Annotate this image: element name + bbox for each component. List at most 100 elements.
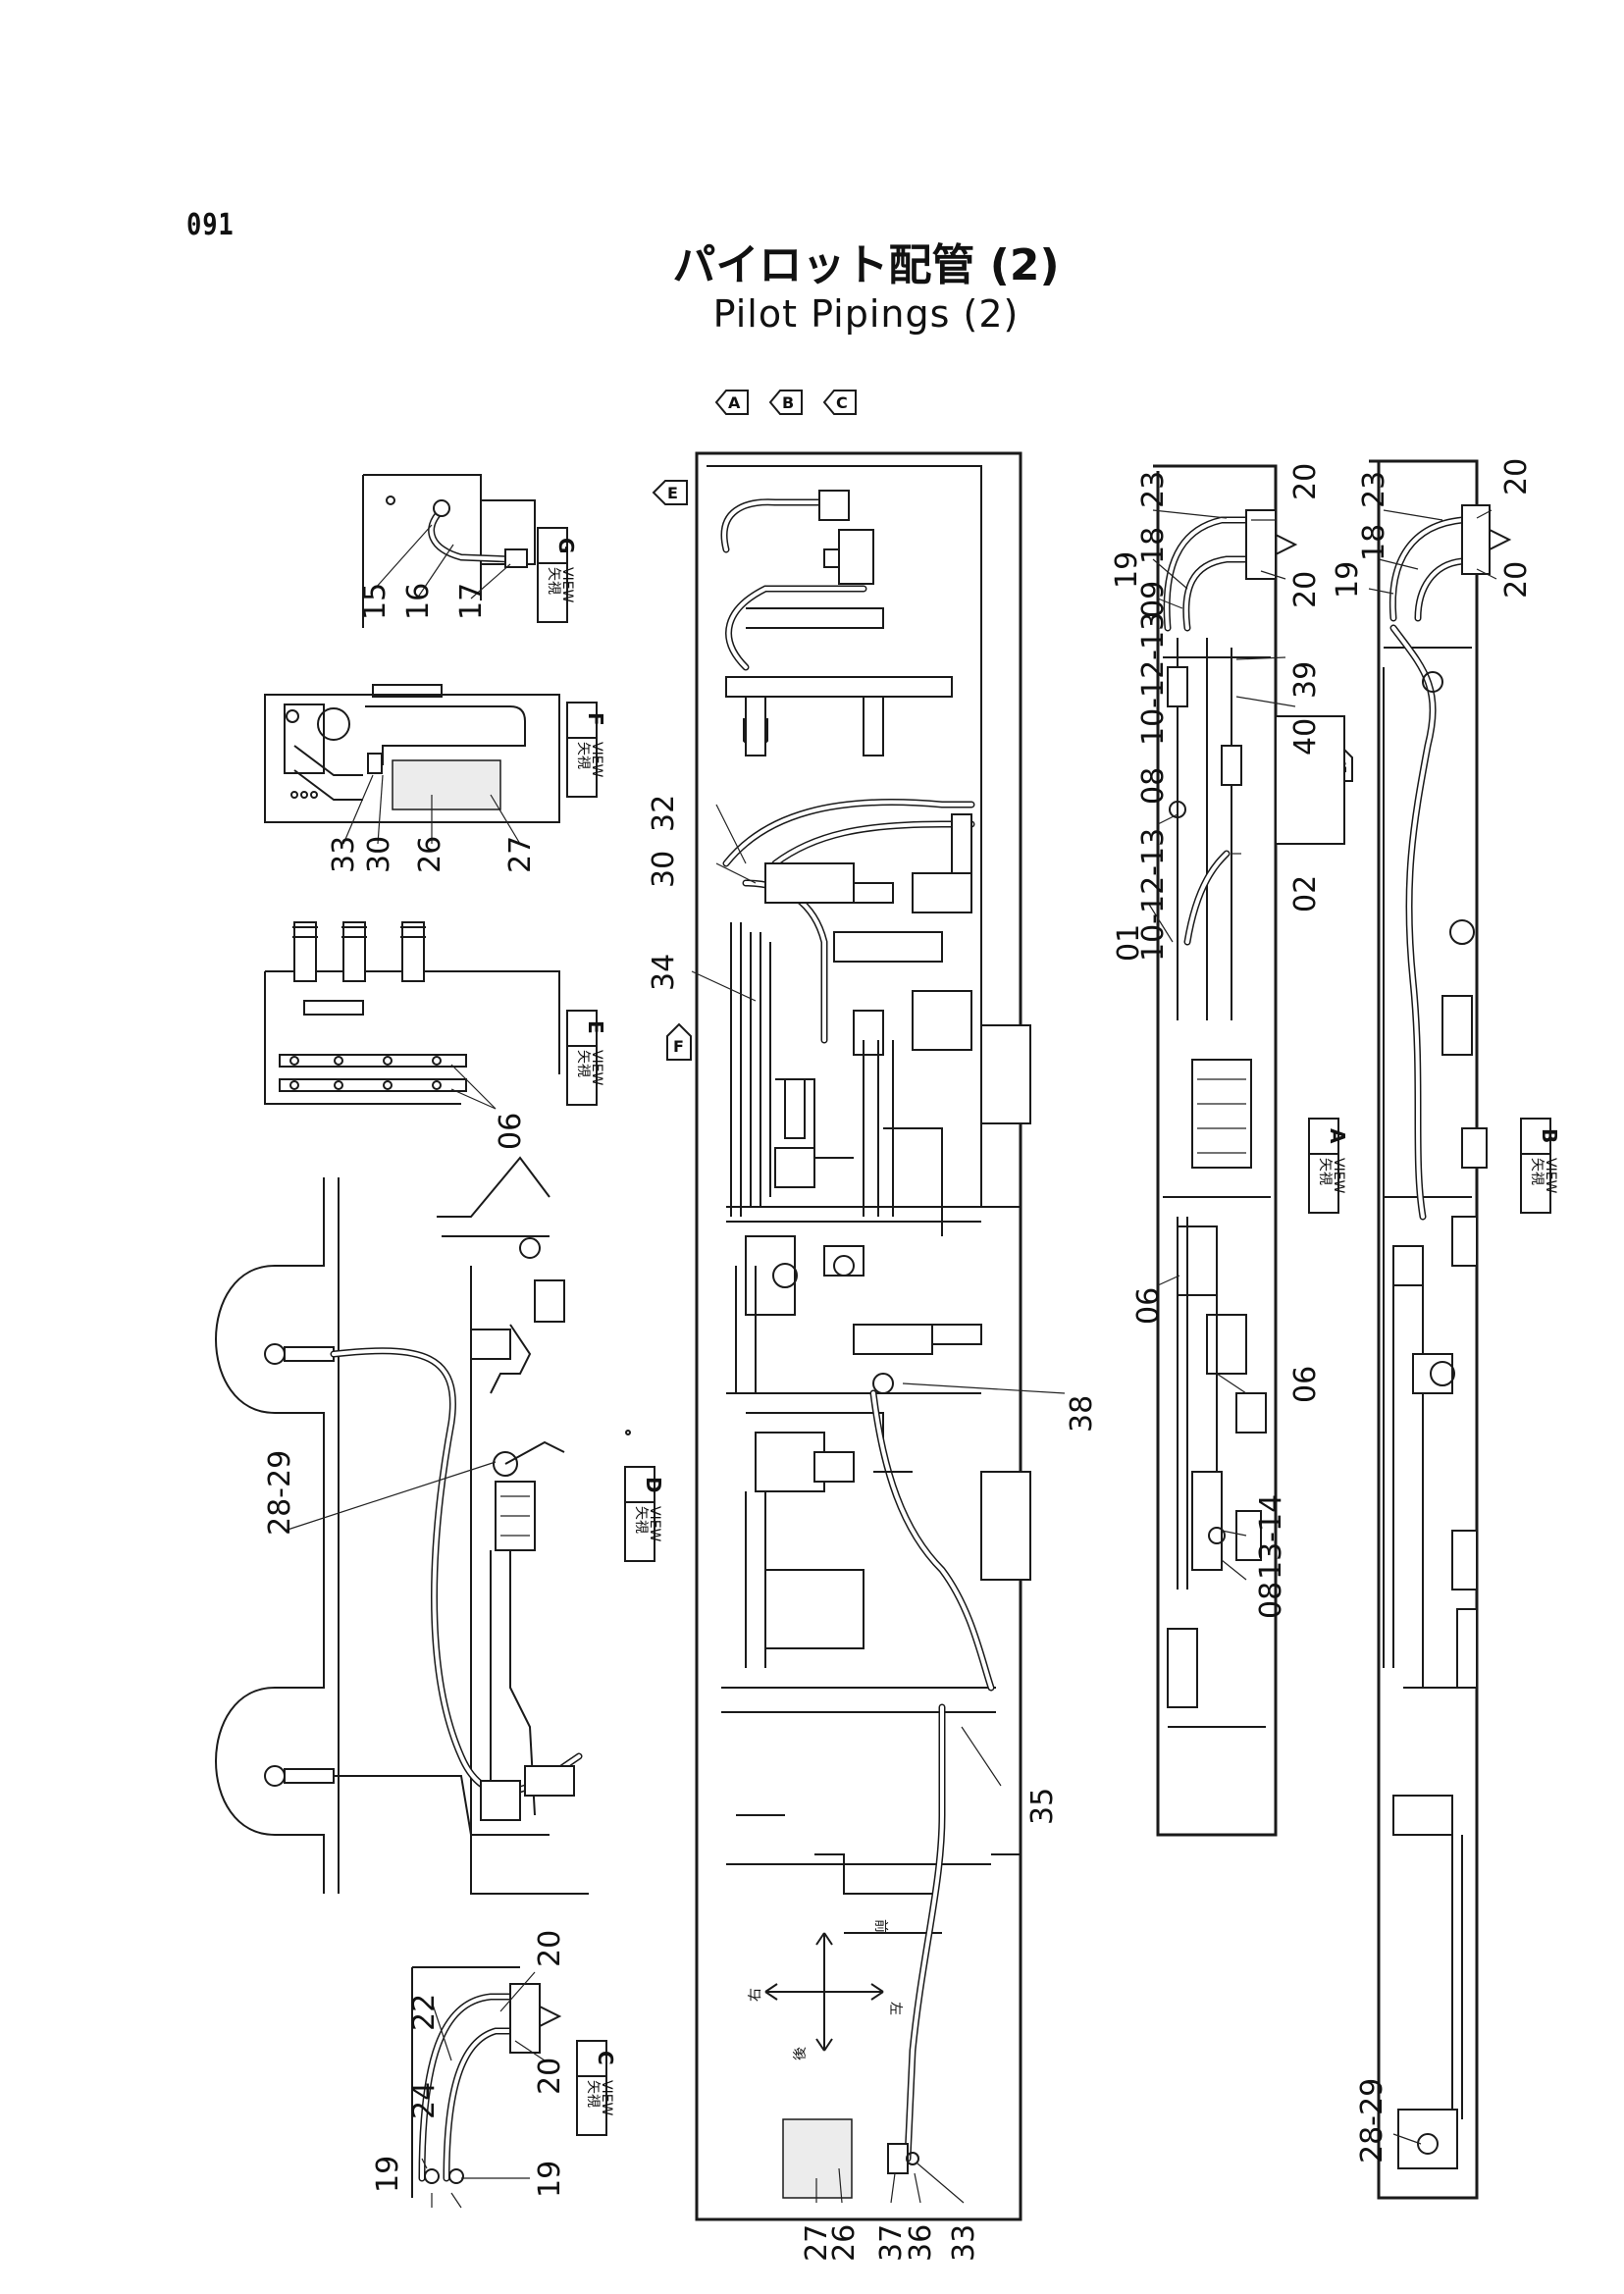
view-arrow-b-letter: B xyxy=(782,393,794,412)
view-a-callout-08-top: 08 xyxy=(1136,767,1171,805)
view-a-callout-09: 09 xyxy=(1136,581,1171,618)
svg-text:D: D xyxy=(642,1477,665,1493)
svg-text:矢視: 矢視 xyxy=(1529,1158,1545,1185)
view-c-callout-24: 24 xyxy=(407,2082,442,2119)
main-callout-33: 33 xyxy=(947,2224,981,2262)
svg-text:VIEW: VIEW xyxy=(1331,1158,1346,1194)
view-a-callout-10-12-13-mid: 10-12-13 xyxy=(1136,828,1171,962)
view-f-label: F 矢視 VIEW xyxy=(566,702,607,798)
svg-text:F: F xyxy=(584,712,607,726)
view-f-callout-33: 33 xyxy=(327,836,361,873)
view-e-callout-06: 06 xyxy=(494,1113,528,1150)
svg-text:矢視: 矢視 xyxy=(575,742,591,769)
view-g-callout-16: 16 xyxy=(401,583,436,620)
svg-text:VIEW: VIEW xyxy=(559,567,575,603)
view-arrow-e: E xyxy=(652,480,688,505)
view-b-label: B 矢視 VIEW xyxy=(1520,1118,1561,1214)
view-b-callout-20-top: 20 xyxy=(1499,458,1534,495)
view-g-callout-15: 15 xyxy=(358,583,393,620)
svg-text:VIEW: VIEW xyxy=(589,1050,604,1086)
main-callout-34: 34 xyxy=(647,954,681,991)
direction-front: 前 xyxy=(872,1919,889,1933)
main-callout-30: 30 xyxy=(647,851,681,888)
view-a-label: A 矢視 VIEW xyxy=(1308,1118,1349,1214)
svg-text:G: G xyxy=(554,538,578,553)
view-a-callout-02: 02 xyxy=(1288,875,1323,912)
view-c-callout-20-bottom: 20 xyxy=(533,2058,567,2095)
view-a-callout-01: 01 xyxy=(1112,924,1146,962)
view-a-detail xyxy=(1147,464,1345,1837)
view-a-callout-06-right: 06 xyxy=(1288,1366,1323,1403)
view-a-callout-20-top: 20 xyxy=(1288,463,1323,500)
view-f-callout-27: 27 xyxy=(503,836,538,873)
view-c-detail xyxy=(411,1966,562,2209)
view-c-label: C 矢視 VIEW xyxy=(576,2040,617,2136)
view-c-callout-19-right: 19 xyxy=(533,2161,567,2198)
view-c-callout-20-top: 20 xyxy=(533,1930,567,1967)
view-b-callout-18: 18 xyxy=(1357,524,1391,561)
view-b-callout-28-29: 28-29 xyxy=(1355,2078,1389,2164)
view-arrow-a: A xyxy=(714,390,749,415)
view-a-callout-10-12-13-top: 10-12-13 xyxy=(1136,612,1171,746)
view-arrow-c: C xyxy=(822,390,857,415)
direction-rear: 後 xyxy=(793,2047,809,2060)
svg-text:B: B xyxy=(1538,1128,1561,1143)
main-callout-36: 36 xyxy=(904,2224,938,2262)
svg-text:C: C xyxy=(594,2051,617,2065)
view-a-callout-18: 18 xyxy=(1136,527,1171,564)
svg-text:VIEW: VIEW xyxy=(599,2080,614,2116)
view-arrow-b: B xyxy=(768,390,803,415)
view-f-callout-30: 30 xyxy=(362,836,396,873)
main-callout-38: 38 xyxy=(1065,1395,1099,1433)
view-g-detail xyxy=(362,474,536,628)
view-a-callout-40: 40 xyxy=(1288,718,1323,756)
view-g-callout-17: 17 xyxy=(454,583,489,620)
svg-text:VIEW: VIEW xyxy=(589,742,604,778)
view-c-callout-22: 22 xyxy=(407,1994,442,2031)
main-callout-37: 37 xyxy=(874,2224,909,2262)
svg-text:矢視: 矢視 xyxy=(585,2080,601,2108)
view-b-callout-20-bottom: 20 xyxy=(1499,561,1534,599)
main-callout-35: 35 xyxy=(1025,1788,1060,1825)
view-a-callout-20-bottom: 20 xyxy=(1288,571,1323,608)
page-title-japanese: パイロット配管 (2) xyxy=(672,240,1060,290)
svg-text:VIEW: VIEW xyxy=(1543,1158,1558,1194)
view-arrow-a-letter: A xyxy=(728,393,741,412)
view-f-detail xyxy=(264,684,560,845)
main-callout-32: 32 xyxy=(647,795,681,832)
view-arrow-c-letter: C xyxy=(836,393,848,412)
main-callout-27: 27 xyxy=(800,2224,834,2262)
svg-text:矢視: 矢視 xyxy=(575,1050,591,1077)
view-a-callout-39: 39 xyxy=(1288,661,1323,699)
view-a-callout-06-left: 06 xyxy=(1131,1287,1166,1325)
main-plan-view xyxy=(691,451,1066,2221)
svg-text:矢視: 矢視 xyxy=(1317,1158,1333,1185)
view-arrow-f: F xyxy=(666,1022,692,1061)
view-e-label: E 矢視 VIEW xyxy=(566,1010,607,1106)
svg-text:矢視: 矢視 xyxy=(633,1506,649,1534)
view-c-callout-19: 19 xyxy=(371,2156,405,2193)
view-arrow-e-letter: E xyxy=(667,484,678,502)
view-b-callout-19: 19 xyxy=(1331,561,1365,599)
view-b-detail xyxy=(1368,459,1512,2200)
page-number: 091 xyxy=(186,208,235,242)
direction-left: 左 xyxy=(887,2002,903,2015)
view-b-callout-23: 23 xyxy=(1357,471,1391,508)
view-a-callout-23: 23 xyxy=(1136,471,1171,508)
view-a-callout-19: 19 xyxy=(1110,551,1144,589)
view-e-detail xyxy=(264,921,560,1110)
svg-text:VIEW: VIEW xyxy=(647,1506,662,1542)
view-f-callout-26: 26 xyxy=(413,836,447,873)
view-d-detail xyxy=(215,1156,631,1895)
view-d-callout-28-29: 28-29 xyxy=(263,1450,297,1536)
view-a-callout-08-bottom: 08 xyxy=(1254,1582,1288,1619)
view-g-label: G 矢視 VIEW xyxy=(537,527,578,623)
svg-text:A: A xyxy=(1326,1128,1349,1144)
view-a-callout-13-14: 13-14 xyxy=(1254,1494,1288,1580)
direction-right: 右 xyxy=(748,1988,763,2002)
main-callout-26: 26 xyxy=(827,2224,862,2262)
svg-text:E: E xyxy=(584,1020,607,1034)
view-d-label: D 矢視 VIEW xyxy=(624,1466,665,1562)
view-arrow-f-letter: F xyxy=(673,1037,684,1056)
